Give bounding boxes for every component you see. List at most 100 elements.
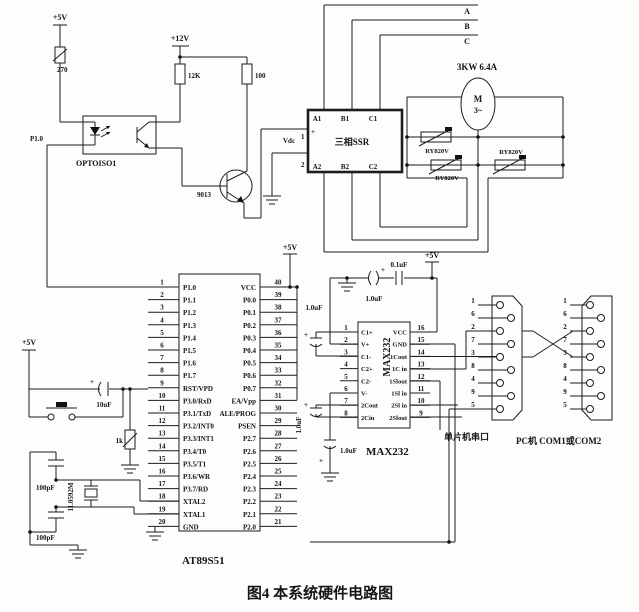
max232-pin-number: 12: [418, 373, 426, 381]
mcu-pin-number: 40: [275, 279, 283, 287]
db9-pin-number: 6: [471, 310, 475, 318]
mcu-pin-label: P3.7/RD: [183, 486, 208, 494]
svg-text:+: +: [319, 457, 323, 465]
db9-pin-hole: [586, 405, 594, 413]
mcu-pin-number: 19: [159, 505, 167, 513]
varistor-3-icon: [494, 159, 526, 171]
ground-reset-icon: [120, 459, 140, 474]
max232-pin-number: 4: [344, 361, 348, 369]
cap-100pf-1-label: 100pF: [36, 484, 55, 492]
max232-pin-number: 15: [418, 336, 426, 344]
db9-pin-hole: [507, 392, 515, 400]
mcu-pin-number: 9: [160, 379, 164, 387]
max232-pin-number: 5: [344, 373, 348, 381]
ground-max-icon: [320, 467, 340, 482]
reset-circuit: +5V + 10uF 1k: [22, 338, 148, 474]
db9-pin-number: 4: [471, 375, 475, 383]
cap-1uf-vplus-label: 1.0uF: [366, 295, 383, 303]
mcu-pin-number: 24: [275, 480, 283, 488]
ssr-pin-a1: A1: [313, 115, 322, 123]
max232-pin-label: 1Cout: [390, 354, 408, 361]
led-icon: [90, 127, 100, 135]
db9-pin-hole: [586, 379, 594, 387]
phase-b-label: B: [464, 22, 470, 31]
crystal-circuit: 11.0592M 100pF 100pF: [28, 451, 179, 559]
mcu-pin-label: P2.2: [243, 498, 257, 506]
db9-pin-hole: [597, 314, 605, 322]
max232-name: MAX232: [366, 446, 409, 458]
cap-10uf-icon: [98, 381, 102, 397]
db9-pin-number: 5: [471, 401, 475, 409]
mcu-pin-label: P0.4: [243, 347, 257, 355]
mcu-pin-label: P0.5: [243, 360, 257, 368]
db9-pin-hole: [496, 353, 504, 361]
max232-pin-label: 2Cout: [361, 403, 379, 410]
mcu-pin-label: P0.6: [243, 372, 257, 380]
mcu-pin-number: 5: [160, 329, 164, 337]
mcu-pin-number: 37: [275, 316, 283, 324]
mcu-name: AT89S51: [182, 555, 225, 567]
max232-pin-label: V-: [361, 391, 367, 398]
cap-01uf-label: 0.1uF: [391, 261, 408, 269]
v12-label: +12V: [171, 34, 190, 43]
varistor-2-icon: [430, 159, 462, 171]
mcu-pins: 1P1.02P1.13P1.24P1.35P1.46P1.57P1.68P1.7…: [148, 279, 297, 531]
mcu-pin-label: P3.6/WR: [183, 473, 211, 481]
mcu-pin-number: 2: [160, 291, 164, 299]
mcu-pin-number: 39: [275, 291, 283, 299]
mcu-pin-number: 23: [275, 493, 283, 501]
ssr-pin-a2: A2: [313, 163, 322, 171]
max232-pin-label: GND: [393, 342, 408, 349]
db9-left-label: 单片机串口: [444, 431, 489, 442]
mcu-pin-label: P2.7: [243, 435, 257, 443]
max232-pin-label: 1C in: [392, 366, 407, 373]
mcu-pin-label: XTAL1: [183, 511, 206, 519]
mcu-pin-label: P1.3: [183, 322, 197, 330]
max232-pin-number: 14: [418, 348, 426, 356]
motor-icon: [460, 77, 496, 131]
mcu-pin-label: P1.6: [183, 360, 197, 368]
mcu-pin-label: PSEN: [238, 423, 256, 431]
mcu-pin-label: P1.0: [183, 284, 197, 292]
ground-mcu-icon: [145, 526, 165, 541]
figure-caption: 图4 本系统硬件电路图: [247, 584, 393, 602]
varistor-1-icon: [420, 131, 452, 143]
resistor-270-label: 270: [57, 66, 68, 74]
db9-pin-hole: [597, 392, 605, 400]
optocoupler-box: [82, 115, 157, 155]
max232-pin-number: 6: [344, 385, 348, 393]
mcu-pin-number: 35: [275, 342, 283, 350]
db9-pin-hole: [586, 301, 594, 309]
max232-pin-number: 3: [344, 348, 348, 356]
net-p10-label: P1.0: [30, 135, 44, 143]
max232-pin-number: 7: [344, 397, 348, 405]
ssr-pin-b2: B2: [341, 163, 350, 171]
mcu-pin-label: P3.3/INT1: [183, 435, 214, 443]
supply-decoupling: + 1.0uF 0.1uF +5V: [330, 251, 439, 332]
mcu-pin-number: 18: [159, 493, 167, 501]
ground-mid-icon: [337, 277, 357, 292]
svg-text:+: +: [381, 266, 385, 274]
mcu-pin-label: P0.1: [243, 309, 257, 317]
mcu-pin-label: ALE/PROG: [219, 410, 256, 418]
optocoupler: OPTOISO1: [76, 115, 157, 168]
ssr-vdc-label: Vdc: [283, 137, 295, 145]
mcu-pin-number: 17: [159, 480, 167, 488]
max232-box: [357, 321, 411, 429]
mcu-box: [178, 273, 261, 532]
ssr-pin2-num: 2: [301, 161, 305, 169]
max232-vertical-label: MAX232: [382, 338, 393, 377]
mcu-pin-label: P0.0: [243, 297, 257, 305]
max232-pin-label: 1Slout: [389, 378, 408, 385]
mcu-pin-number: 33: [275, 367, 283, 375]
mcu-pin-number: 7: [160, 354, 164, 362]
max232-pin-number: 8: [344, 409, 348, 417]
max232-pin-number: 16: [418, 324, 426, 332]
mcu-pin-label: P2.3: [243, 486, 257, 494]
db9-right-label: PC机 COM1或COM2: [516, 435, 602, 446]
mcu-pin-number: 6: [160, 342, 164, 350]
db9-pin-number: 6: [563, 310, 567, 318]
db9-pin-hole: [507, 366, 515, 374]
max232-pin-label: 2Sl in: [391, 403, 407, 410]
